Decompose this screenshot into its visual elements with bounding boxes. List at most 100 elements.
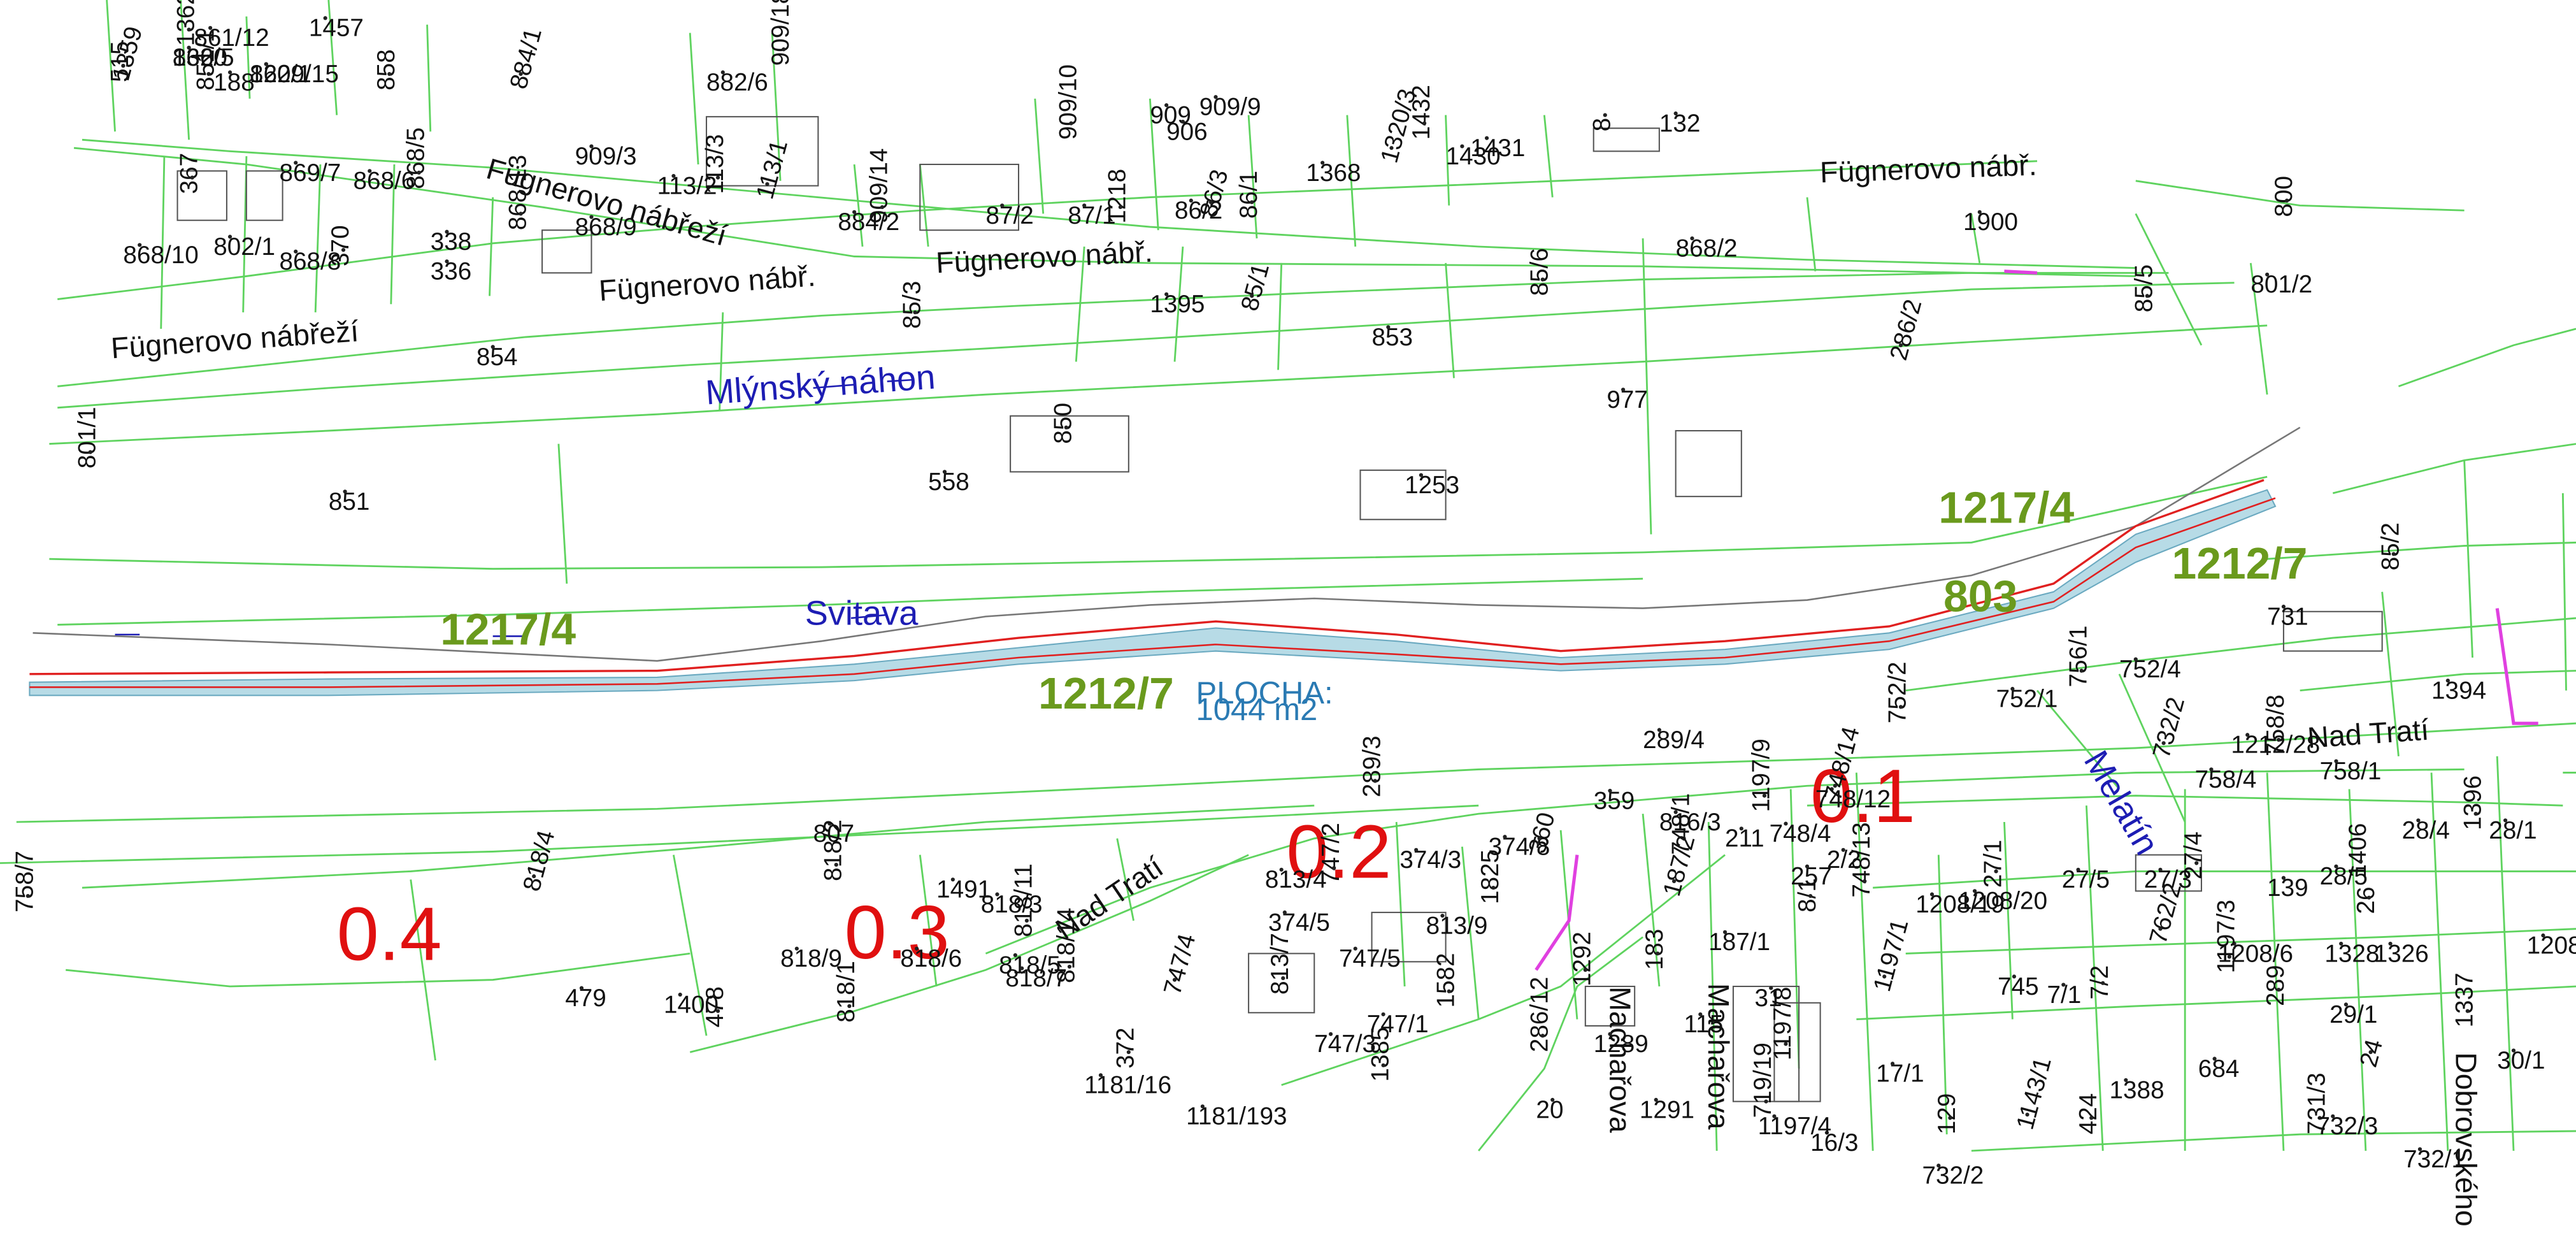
parcel-point-marker — [2339, 941, 2343, 946]
parcel-point-marker — [1698, 1012, 1703, 1016]
chainage-label: 0.3 — [845, 891, 950, 975]
parcel-point-marker — [1250, 294, 1254, 298]
parcel-point-marker — [1784, 1042, 1788, 1046]
parcel-point-marker — [782, 47, 786, 52]
parcel-number-label: 558 — [928, 468, 970, 496]
parcel-number-label: 1208/2 — [2527, 932, 2576, 959]
parcel-boundary — [1559, 830, 1578, 1020]
parcel-number-label: 28/4 — [2402, 817, 2450, 844]
parcel-point-marker — [2158, 927, 2163, 931]
parcel-point-marker — [1213, 95, 1218, 99]
parcel-point-marker — [1282, 910, 1287, 914]
parcel-number-label: 360 — [1524, 809, 1561, 856]
parcel-number-label: 87/2 — [985, 202, 1033, 229]
parcel-number-label: 17/1 — [1876, 1060, 1924, 1088]
parcel-point-marker — [1200, 1104, 1205, 1109]
watercourse-parcel-label: 1212/7 — [1038, 668, 1174, 718]
parcel-boundary — [771, 32, 782, 181]
parcel-number-label: 85/5 — [2131, 264, 2158, 312]
parcel-number-label: 684 — [2198, 1055, 2240, 1083]
watercourse-parcel-label: 1217/4 — [1938, 482, 2074, 532]
parcel-number-label: 1385 — [1366, 1027, 1394, 1082]
parcel-boundary — [2332, 443, 2576, 494]
parcel-boundary — [2267, 541, 2576, 560]
parcel-point-marker — [1082, 203, 1087, 208]
parcel-number-label: 909/10 — [1054, 64, 1082, 140]
parcel-number-label: 27/3 — [2144, 866, 2192, 893]
parcel-number-label: 758/7 — [11, 851, 39, 912]
parcel-point-marker — [187, 45, 191, 50]
watercourse-label: Melatín — [2077, 744, 2166, 862]
parcel-boundary — [1445, 115, 1450, 206]
parcel-point-marker — [121, 64, 125, 68]
parcel-number-label: 289/4 — [1643, 726, 1705, 754]
chainage-label: 0.4 — [337, 893, 442, 977]
parcel-number-label: 257 — [1791, 863, 1832, 890]
parcel-point-marker — [323, 16, 327, 20]
parcel-number-label: 868/13 — [504, 155, 531, 230]
parcel-point-marker — [294, 249, 298, 254]
parcel-number-label: 732/1 — [2403, 1146, 2465, 1173]
parcel-boundary — [49, 475, 2268, 570]
parcel-boundary — [82, 804, 1315, 889]
watercourse-label: Mlýnský náhon — [705, 358, 936, 412]
area-value: 1044 m2 — [1196, 693, 1318, 727]
parcel-boundary — [1905, 928, 2576, 955]
parcel-point-marker — [942, 470, 947, 474]
parcel-point-marker — [671, 173, 676, 178]
parcel-boundary — [1034, 98, 1045, 214]
parcel-point-marker — [2465, 1009, 2470, 1013]
parcel-number-label: 850 — [1050, 403, 1077, 444]
parcel-number-label: 1400 — [664, 991, 719, 1018]
parcel-number-label: 85/2 — [2377, 523, 2404, 570]
parcel-number-label: 132 — [1659, 110, 1701, 137]
parcel-number-label: 801/1 — [74, 407, 101, 468]
parcel-number-label: 732/3 — [2317, 1113, 2379, 1140]
parcel-boundary — [327, 0, 338, 115]
parcel-number-label: 758/4 — [2195, 766, 2257, 793]
parcel-number-label: 818/14 — [1053, 907, 1080, 983]
parcel-point-marker — [2445, 679, 2450, 683]
parcel-point-marker — [1279, 867, 1284, 872]
parcel-point-marker — [2209, 767, 2214, 772]
building-outline — [1592, 127, 1660, 152]
parcel-number-label: 752/1 — [1996, 685, 2058, 712]
parcel-point-marker — [1389, 146, 1394, 150]
parcel-number-label: 909/18 — [767, 0, 794, 66]
parcel-point-marker — [589, 215, 594, 219]
parcel-point-marker — [2317, 1116, 2322, 1120]
parcel-point-marker — [190, 175, 194, 180]
parcel-number-label: 868/2 — [1676, 234, 1738, 262]
magenta-marker — [1535, 854, 1579, 971]
parcel-point-marker — [1829, 787, 1834, 791]
parcel-point-marker — [519, 212, 523, 216]
parcel-number-label: 868/8 — [279, 248, 341, 275]
parcel-point-marker — [2061, 983, 2066, 987]
parcel-point-marker — [1419, 473, 1424, 477]
parcel-point-marker — [1769, 986, 1773, 990]
parcel-number-label: 87/1 — [1068, 202, 1115, 229]
parcel-boundary — [1855, 772, 1874, 1151]
parcel-number-label: 818/9 — [780, 945, 842, 972]
parcel-point-marker — [1164, 103, 1169, 108]
parcel-number-label: 374/5 — [1268, 909, 1330, 936]
parcel-number-label: 20 — [1536, 1096, 1563, 1123]
parcel-point-marker — [2025, 1113, 2029, 1117]
parcel-point-marker — [1671, 879, 1677, 883]
parcel-point-marker — [1020, 966, 1024, 970]
parcel-point-marker — [1250, 200, 1254, 205]
parcel-number-label: 719/19 — [1749, 1042, 1777, 1118]
parcel-number-label: 909/9 — [1199, 94, 1261, 121]
parcel-boundary — [985, 768, 2465, 955]
parcel-boundary — [489, 197, 494, 296]
river-fill — [29, 489, 2277, 696]
parcel-number-label: 7/2 — [2086, 965, 2114, 1000]
parcel-number-label: 1197/4 — [1758, 1113, 1831, 1140]
parcel-number-label: 1143/1 — [2011, 1055, 2056, 1133]
parcel-point-marker — [1808, 894, 1813, 898]
parcel-number-label: 851/1 — [192, 29, 219, 90]
parcel-point-marker — [1608, 788, 1612, 793]
parcel-boundary — [390, 164, 396, 305]
parcel-point-marker — [1824, 1130, 1829, 1135]
